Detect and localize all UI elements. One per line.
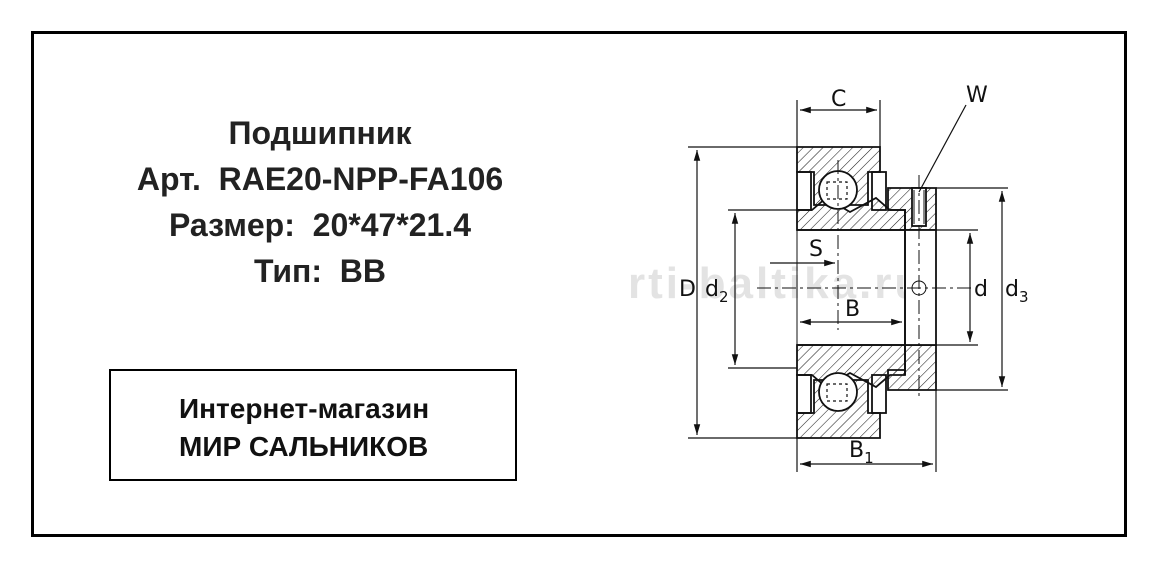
label-C: C — [831, 87, 846, 112]
label-B1: B1 — [849, 438, 874, 467]
type-line: Тип: BB — [100, 248, 540, 294]
shop-line-2: МИР САЛЬНИКОВ — [179, 431, 429, 462]
product-title: Подшипник — [228, 115, 412, 151]
label-d2-main: d — [705, 277, 719, 302]
ball-bottom — [818, 372, 858, 412]
label-d2: d2 — [705, 277, 729, 306]
leader-W — [918, 104, 967, 193]
seal-top-right — [871, 171, 887, 211]
label-d3: d3 — [1005, 277, 1029, 306]
shop-line-1: Интернет-магазин — [179, 393, 430, 424]
label-S: S — [809, 237, 823, 262]
label-W: W — [966, 83, 988, 108]
shop-box: Интернет-магазин МИР САЛЬНИКОВ — [109, 369, 517, 481]
seal-bottom-right — [871, 374, 887, 414]
size-label: Размер: — [168, 207, 295, 243]
seal-bottom-left — [796, 374, 812, 414]
article-value: RAE20-NPP-FA106 — [218, 161, 504, 197]
watermark-text: rti-baltika.ru — [628, 259, 924, 308]
label-d3-sub: 3 — [1019, 288, 1029, 306]
screw-symbol — [911, 280, 927, 296]
type-label: Тип: — [254, 253, 322, 289]
label-B1-main: B — [849, 438, 864, 463]
seal-top-left — [796, 171, 812, 211]
product-info: Подшипник Арт. RAE20-NPP-FA106 Размер: 2… — [100, 110, 540, 294]
label-D: D — [679, 277, 696, 302]
size-value: 20*47*21.4 — [312, 207, 472, 243]
article-label: Арт. — [136, 161, 201, 197]
label-B: B — [845, 297, 860, 322]
type-value: BB — [339, 253, 386, 289]
label-B1-sub: 1 — [864, 449, 874, 467]
label-d3-main: d — [1005, 277, 1019, 302]
article-line: Арт. RAE20-NPP-FA106 — [100, 156, 540, 202]
label-d2-sub: 2 — [719, 288, 729, 306]
size-line: Размер: 20*47*21.4 — [100, 202, 540, 248]
label-d: d — [974, 277, 988, 302]
